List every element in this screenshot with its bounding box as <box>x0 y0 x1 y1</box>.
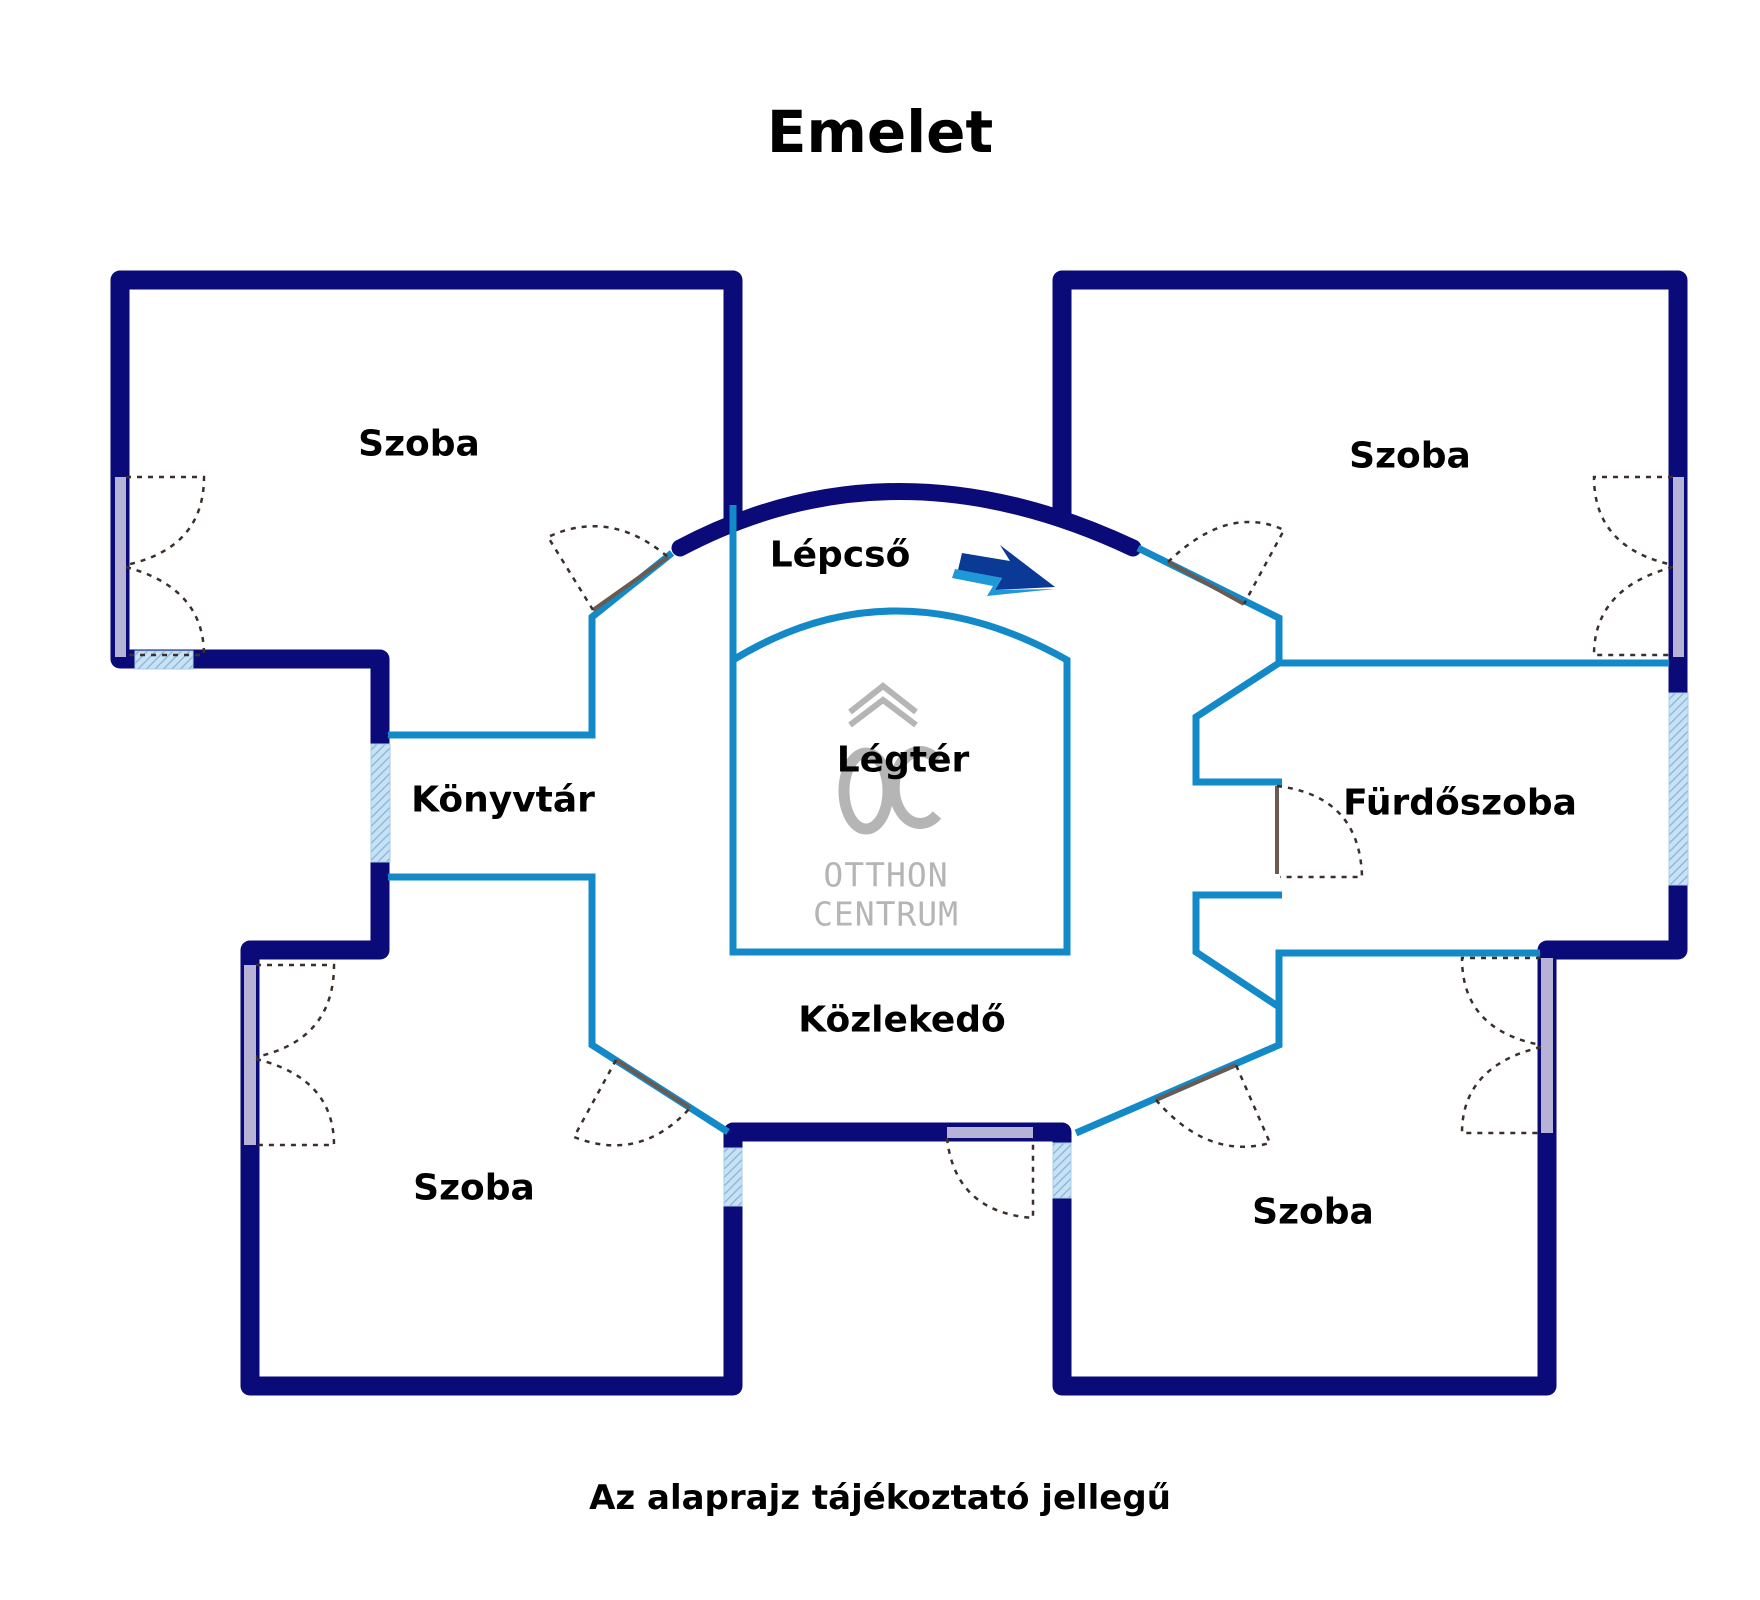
room-label-top-left: Szoba <box>358 423 480 465</box>
window <box>723 1147 743 1207</box>
window <box>1052 1142 1072 1199</box>
door-swings <box>125 475 1674 1220</box>
footer-note: Az alaprajz tájékoztató jellegű <box>589 1478 1171 1518</box>
watermark-line1: OTTHON <box>823 855 949 895</box>
room-label-top-right: Szoba <box>1349 435 1471 477</box>
room-label-library: Könyvtár <box>411 779 595 821</box>
window <box>1668 692 1689 886</box>
window <box>134 650 194 670</box>
outer-walls <box>110 270 1688 1396</box>
room-label-bathroom: Fürdőszoba <box>1343 782 1577 824</box>
otthon-centrum-logo <box>838 682 942 835</box>
window <box>370 743 391 863</box>
door-leaves <box>591 555 1279 1110</box>
watermark-line2: CENTRUM <box>812 894 960 934</box>
windows <box>134 650 1689 1207</box>
room-label-corridor: Közlekedő <box>798 999 1006 1041</box>
stair-direction-arrow-icon <box>952 545 1055 596</box>
room-label-void: Légtér <box>836 739 970 781</box>
door-openings <box>115 477 1684 1145</box>
room-label-bottom-left: Szoba <box>413 1167 535 1209</box>
floor-title: Emelet <box>766 98 994 166</box>
room-label-staircase: Lépcső <box>769 534 911 576</box>
room-label-bottom-right: Szoba <box>1252 1191 1374 1233</box>
